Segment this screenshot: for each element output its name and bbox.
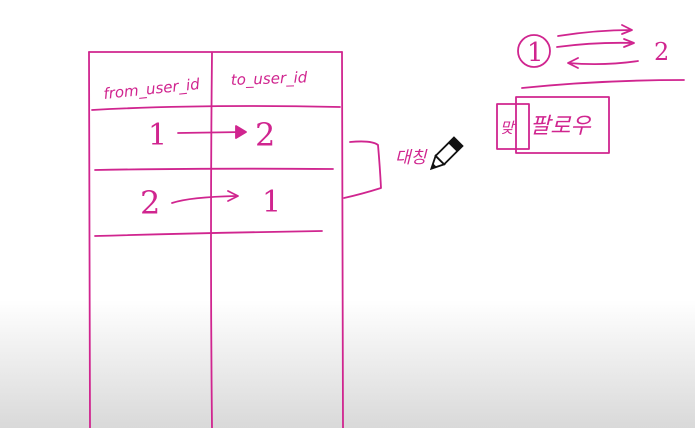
row2-to: 1 [262, 185, 281, 220]
follow-label: 팔로우 [530, 114, 591, 139]
row2-arrowhead [227, 190, 239, 202]
node-1-circle [517, 34, 551, 68]
row2-arrow [171, 195, 237, 204]
header-to-user-id: to_user_id [231, 68, 309, 90]
table-row-separator-2 [94, 230, 323, 237]
bracket-note: 대칭 [395, 148, 428, 168]
backward-arrow [567, 57, 639, 69]
prefix-box [496, 103, 530, 150]
rows-bracket [343, 140, 382, 199]
table-header-underline [91, 105, 341, 111]
forward-arrow-lower [556, 38, 635, 48]
row1-to: 2 [255, 116, 275, 154]
follow-box [515, 96, 610, 154]
table-column-divider [210, 52, 213, 428]
node-1-label: 1 [527, 38, 544, 68]
diagram-underline [521, 79, 685, 89]
table-right-border [341, 51, 344, 428]
table-row-separator-1 [94, 167, 334, 171]
table-left-border [88, 51, 91, 428]
forward-arrow-upper [557, 24, 633, 37]
row1-from: 1 [148, 118, 167, 153]
node-2-label: 2 [654, 38, 669, 66]
prefix-label: 맞 [500, 119, 516, 137]
pencil-icon [429, 136, 464, 171]
row1-arrowhead [235, 125, 247, 139]
header-from-user-id: from_user_id [103, 75, 202, 104]
row2-from: 2 [140, 184, 160, 222]
row1-arrow [177, 131, 245, 134]
